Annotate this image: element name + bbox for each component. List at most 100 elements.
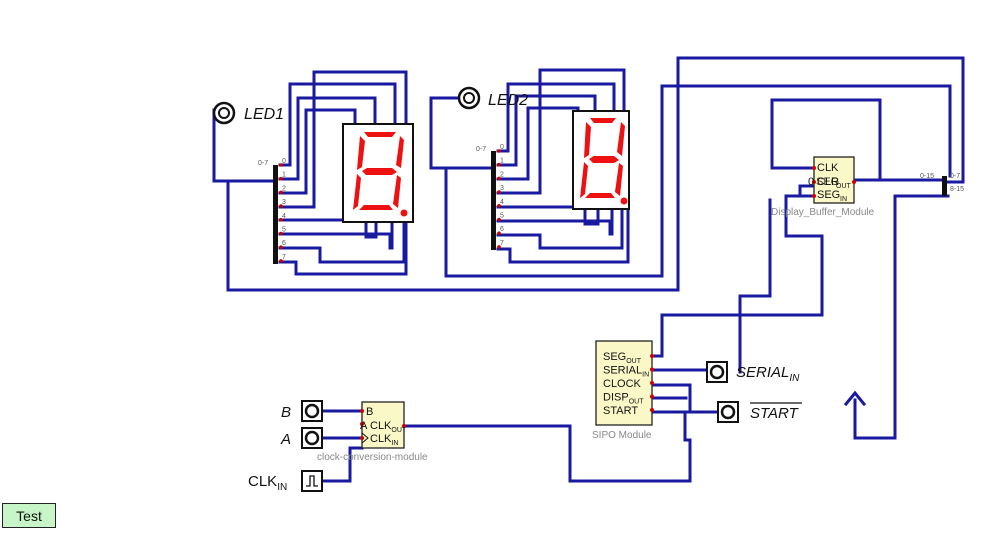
- splitter-out-top-label: 0-7: [950, 173, 960, 180]
- led1-seg-d: [359, 205, 393, 210]
- led2-seg-f: [584, 122, 591, 158]
- bus-pin-label: 3: [500, 185, 504, 192]
- led2-seg-dp: [620, 197, 628, 205]
- bus-pin-label: 7: [500, 240, 504, 247]
- clk-in-label: CLKIN: [248, 473, 287, 493]
- clock-module-pin-clk-out: CLKOUT: [370, 420, 407, 434]
- led2-seven-segment-display: [572, 110, 630, 210]
- led1-seg-f: [357, 136, 365, 170]
- display-buffer-pin-seg-out-sub: OUT: [836, 183, 852, 190]
- bus-pin-dot: [497, 190, 501, 194]
- bus-pin-dot: [279, 231, 283, 236]
- input-a-pin[interactable]: [301, 427, 323, 449]
- led1-probe[interactable]: [212, 101, 236, 125]
- led1-bus-label: 0-7: [258, 160, 268, 167]
- sipo-pin-dot: [650, 408, 654, 412]
- bus-splitter-16: 0-15 0-7 8-15: [920, 173, 964, 196]
- input-b-label: B: [281, 404, 291, 421]
- bus-pin-label: 0: [282, 158, 286, 165]
- sipo-pin-label: SEGOUT: [603, 351, 642, 365]
- clock-module-pin-a: A: [360, 420, 368, 432]
- bus-pin-dot: [497, 149, 501, 153]
- bus-pin-dot: [279, 176, 283, 181]
- bus-pin-label: 6: [282, 240, 286, 247]
- led1-seg-dp: [400, 209, 408, 217]
- bus-pin-label: 2: [282, 185, 286, 192]
- bus-pin-dot: [279, 259, 283, 263]
- wires: [212, 56, 965, 483]
- sipo-pin-label: START: [603, 405, 638, 417]
- bus-pin-label: 3: [282, 199, 286, 206]
- bus-pin-label: 5: [282, 227, 286, 234]
- led1-seg-a: [364, 132, 396, 137]
- bus-pin-dot: [279, 163, 283, 167]
- bus-pin-label: 4: [282, 213, 286, 220]
- display-buffer-pin-seg-out: SEG: [816, 176, 839, 188]
- serial-in-input[interactable]: [706, 361, 728, 383]
- sipo-pin-dot: [650, 354, 654, 358]
- led2-seg-b: [617, 122, 625, 156]
- bus-pin-label: 6: [500, 226, 504, 233]
- display-buffer-pin-clr: CLR: [817, 176, 839, 188]
- bus-pin-label: 5: [500, 213, 504, 220]
- sipo-pin-label: SERIALIN: [603, 365, 649, 379]
- led2-seg-d: [585, 193, 615, 198]
- bus-pin-dot: [279, 218, 283, 222]
- led1-seg-c: [393, 175, 401, 208]
- clock-module-name: clock-conversion-module: [317, 452, 428, 463]
- led1-label: LED1: [244, 106, 284, 123]
- display-buffer-overlap-text: 0: [808, 176, 814, 188]
- led1-seg-b: [396, 136, 404, 168]
- serial-in-label: SERIALIN: [736, 364, 800, 384]
- led2-seg-e: [580, 162, 588, 198]
- led2-seg-c: [615, 163, 623, 196]
- display-buffer-module[interactable]: CLK 0 CLR SEG OUT SEG IN Display_Buffer_…: [771, 156, 875, 218]
- led2-seg-g: [589, 156, 619, 163]
- start-label: START: [750, 405, 800, 422]
- sipo-pin-dot: [650, 394, 654, 399]
- bus-pin-dot: [279, 190, 283, 195]
- led1-seg-g: [362, 168, 397, 175]
- clock-module-pin-clk-in: CLKIN: [370, 433, 398, 447]
- input-a-label: A: [280, 431, 291, 448]
- bus-pin-label: 2: [500, 171, 504, 178]
- led1-bus-splitter: 0-7 0 1 2 3 4 5 6 7: [258, 158, 286, 264]
- bus-pin-dot: [497, 217, 501, 222]
- test-button[interactable]: Test: [2, 503, 56, 528]
- clock-module-pin-b: B: [366, 406, 373, 418]
- display-buffer-pin-clk: CLK: [817, 162, 839, 174]
- sipo-pin-label: CLOCK: [603, 378, 642, 390]
- bus-pin-dot: [497, 162, 501, 167]
- led2-label: LED2: [488, 92, 528, 109]
- led1-seven-segment-display: [342, 123, 414, 223]
- bus-pin-label: 1: [282, 172, 286, 179]
- sipo-pin-label: DISPOUT: [603, 392, 644, 406]
- bus-pin-dot: [497, 245, 501, 249]
- led1-seg-e: [353, 174, 361, 210]
- clock-source-icon[interactable]: [301, 470, 323, 492]
- led2-bus-label: 0-7: [476, 146, 486, 153]
- bus-pin-label: 7: [282, 254, 286, 261]
- bus-pin-dot: [279, 204, 283, 208]
- bus-pin-dot: [497, 231, 501, 235]
- sipo-pin-dot: [650, 367, 654, 372]
- start-input[interactable]: [717, 401, 739, 423]
- bus-pin-label: 4: [500, 199, 504, 206]
- led2-seg-a: [590, 118, 616, 123]
- input-b-pin[interactable]: [301, 400, 323, 422]
- bus-pin-dot: [279, 245, 283, 249]
- display-buffer-pin-seg-in-sub: IN: [840, 196, 847, 203]
- sipo-module-name: SIPO Module: [592, 430, 652, 441]
- clock-conversion-module[interactable]: B A CLKOUT CLKIN clock-conversion-module: [317, 401, 428, 463]
- bus-pin-label: 1: [500, 158, 504, 165]
- bus-pin-dot: [497, 176, 501, 181]
- sipo-pin-dot: [650, 381, 654, 385]
- bus-pin-dot: [497, 204, 501, 208]
- splitter-out-bottom-label: 8-15: [950, 186, 964, 193]
- splitter-in-label: 0-15: [920, 173, 934, 180]
- display-buffer-pin-seg-in: SEG: [817, 189, 840, 201]
- led2-probe[interactable]: [457, 86, 481, 110]
